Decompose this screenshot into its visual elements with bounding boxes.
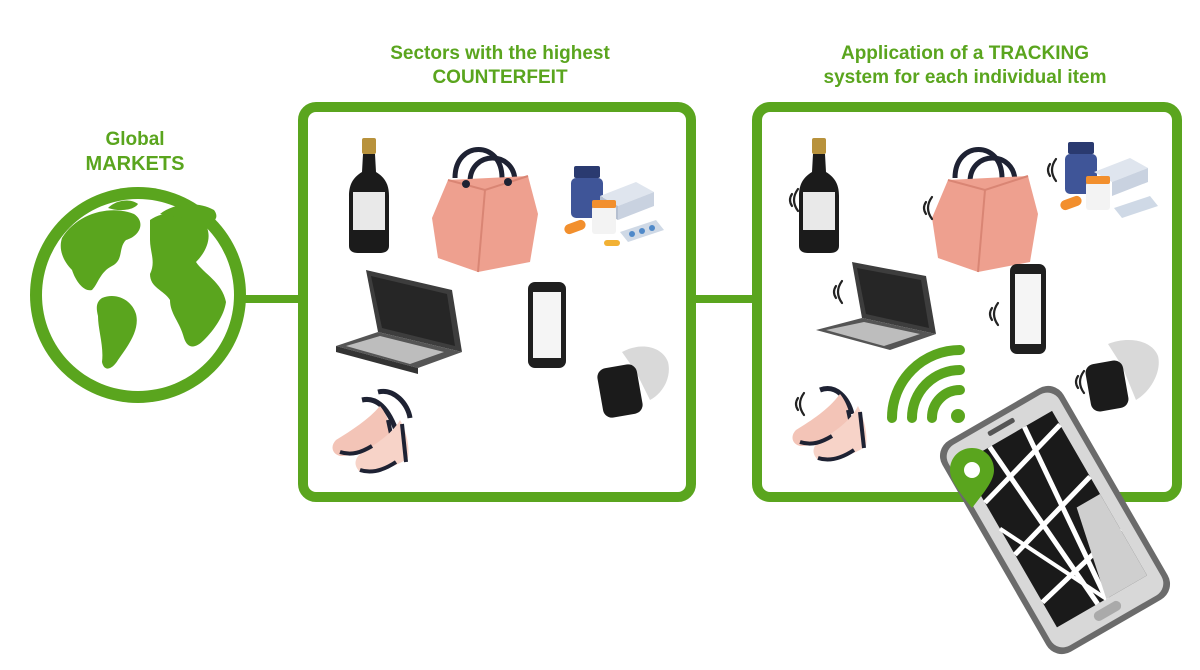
sectors-label-line2: COUNTERFEIT — [432, 66, 568, 88]
signal-waves-icon — [1046, 157, 1058, 183]
signal-waves-icon — [1074, 369, 1086, 395]
laptop-icon — [816, 262, 936, 350]
signal-waves-icon — [922, 195, 934, 221]
tracking-phone-icon — [939, 385, 1171, 655]
medicine-icon — [1060, 142, 1158, 218]
connector-globe-sectors — [245, 295, 305, 303]
handbag-icon — [932, 147, 1038, 273]
wine-bottle-icon — [349, 138, 389, 253]
tracking-label-line1: Application of a TRACKING — [760, 42, 1170, 66]
location-pin-icon — [950, 448, 994, 508]
global-label-line1: Global — [105, 129, 165, 150]
wifi-icon — [887, 345, 965, 423]
high-heels-icon — [332, 388, 413, 474]
wine-bottle-icon — [799, 138, 839, 253]
tracking-label-line2: system for each individual item — [823, 66, 1107, 88]
smartwatch-icon — [597, 346, 669, 418]
high-heels-icon — [792, 386, 867, 462]
laptop-icon — [336, 270, 462, 374]
global-markets-label: Global MARKETS — [60, 128, 210, 177]
tracking-label-strong: TRACKING — [988, 43, 1090, 64]
signal-waves-icon — [794, 391, 806, 417]
handbag-icon — [432, 147, 538, 273]
global-label-line2: MARKETS — [85, 152, 185, 175]
smartphone-icon — [528, 282, 566, 368]
tracking-label: Application of a TRACKING system for eac… — [760, 42, 1170, 90]
signal-waves-icon — [832, 279, 844, 305]
sectors-label-line1: Sectors with the highest — [390, 43, 610, 64]
smartphone-icon — [1010, 264, 1046, 354]
medicine-icon — [564, 166, 664, 246]
signal-waves-icon — [788, 187, 800, 213]
smartwatch-icon — [1085, 340, 1159, 412]
sectors-label: Sectors with the highest COUNTERFEIT — [330, 42, 670, 90]
connector-sectors-tracking — [690, 295, 760, 303]
globe-icon — [30, 187, 246, 403]
tracking-label-prefix: Application of a — [840, 43, 989, 64]
signal-waves-icon — [988, 301, 1000, 327]
